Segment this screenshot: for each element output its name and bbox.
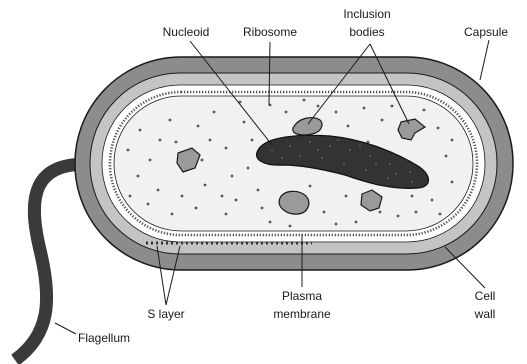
capsule-leader [480,40,489,80]
ribosome [317,105,320,108]
ribosome [127,149,130,152]
ribosome [257,189,260,192]
cell-wall-label-line2: wall [474,307,496,321]
ribosome [247,167,250,170]
cell-wall-label-line1: Cell [475,289,496,303]
ribosome [411,195,414,198]
nucleoid-label: Nucleoid [163,25,210,39]
nucleoid-speckle [337,139,339,141]
ribosome [157,189,160,192]
ribosome [309,185,312,188]
ribosome [137,175,140,178]
ribosome [347,125,350,128]
nucleoid-speckle [317,149,319,151]
nucleoid-speckle [409,171,411,173]
nucleoid-speckle [281,157,283,159]
ribosome [231,175,234,178]
inclusion-bodies-label-line2: bodies [349,25,384,39]
ribosome [204,184,207,187]
nucleoid-speckle [365,169,367,171]
flagellum-leader [55,323,76,334]
ribosome [391,105,394,108]
nucleoid-speckle [289,145,291,147]
nucleoid-speckle [389,163,391,165]
inclusion-body [279,191,309,214]
nucleoid-speckle [359,145,361,147]
ribosome [213,111,216,114]
ribosome [303,99,306,102]
ribosome [335,111,338,114]
ribosome [451,139,454,142]
ribosome [261,207,264,210]
ribosome [269,221,272,224]
ribosome [209,139,212,142]
ribosome [285,111,288,114]
nucleoid-speckle [329,145,331,147]
ribosome [423,109,426,112]
nucleoid-speckle [375,163,377,165]
capsule-label: Capsule [464,25,508,39]
ribosome [289,225,292,228]
nucleoid-speckle [343,163,345,165]
ribosome [171,213,174,216]
ribosome [431,199,434,202]
ribosome [335,223,338,226]
nucleoid-speckle [321,157,323,159]
ribosome [437,127,440,130]
ribosome [323,211,326,214]
ribosome [397,215,400,218]
ribosome [159,139,162,142]
ribosome [345,195,348,198]
ribosome [129,195,132,198]
ribosome [169,119,172,122]
ribosome [415,211,418,214]
ribosome [355,221,358,224]
ribosome [195,207,198,210]
nucleoid-speckle [411,181,413,183]
ribosome [243,121,246,124]
nucleoid-speckle [349,149,351,151]
ribosome [149,159,152,162]
ribosome [221,195,224,198]
nucleoid-speckle [387,177,389,179]
ribosome [363,107,366,110]
ribosome [225,213,228,216]
ribosome [175,141,178,144]
flagellum-label: Flagellum [78,331,130,345]
inclusion-bodies-label-line1: Inclusion [343,7,390,21]
ribosome [439,213,442,216]
ribosome [379,211,382,214]
ribosome [381,119,384,122]
ribosome [197,125,200,128]
nucleoid-speckle [369,155,371,157]
s-layer-label: S layer [147,307,184,321]
ribosome-label: Ribosome [243,25,297,39]
ribosome [147,203,150,206]
nucleoid-speckle [271,149,273,151]
ribosome [451,181,454,184]
nucleoid-speckle [299,155,301,157]
ribosome [139,129,142,132]
ribosome [251,139,254,142]
ribosome [445,155,448,158]
plasma-membrane-label-line2: membrane [273,307,331,321]
ribosome [225,147,228,150]
plasma-membrane-label-line1: Plasma [282,289,322,303]
ribosome [181,195,184,198]
ribosome [201,159,204,162]
ribosome [235,199,238,202]
nucleoid-speckle [395,173,397,175]
nucleoid-speckle [309,141,311,143]
